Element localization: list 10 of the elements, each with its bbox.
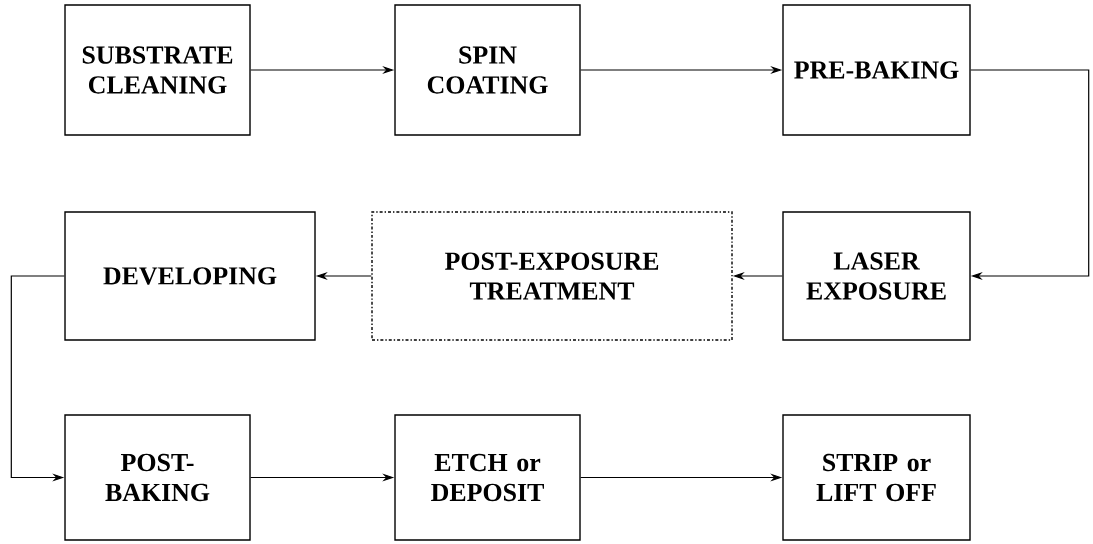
process-box: SUBSTRATE CLEANING bbox=[64, 4, 251, 136]
arrow bbox=[970, 69, 1090, 281]
process-box: DEVELOPING bbox=[64, 211, 316, 341]
process-box: POST-BAKING bbox=[64, 414, 251, 541]
process-box: LASER EXPOSURE bbox=[782, 211, 971, 341]
process-box: POST-EXPOSURE TREATMENT bbox=[371, 211, 733, 341]
process-box: ETCH or DEPOSIT bbox=[394, 414, 581, 541]
process-box: STRIP or LIFT OFF bbox=[782, 414, 971, 541]
process-box: PRE-BAKING bbox=[782, 4, 971, 136]
process-box: SPIN COATING bbox=[394, 4, 581, 136]
